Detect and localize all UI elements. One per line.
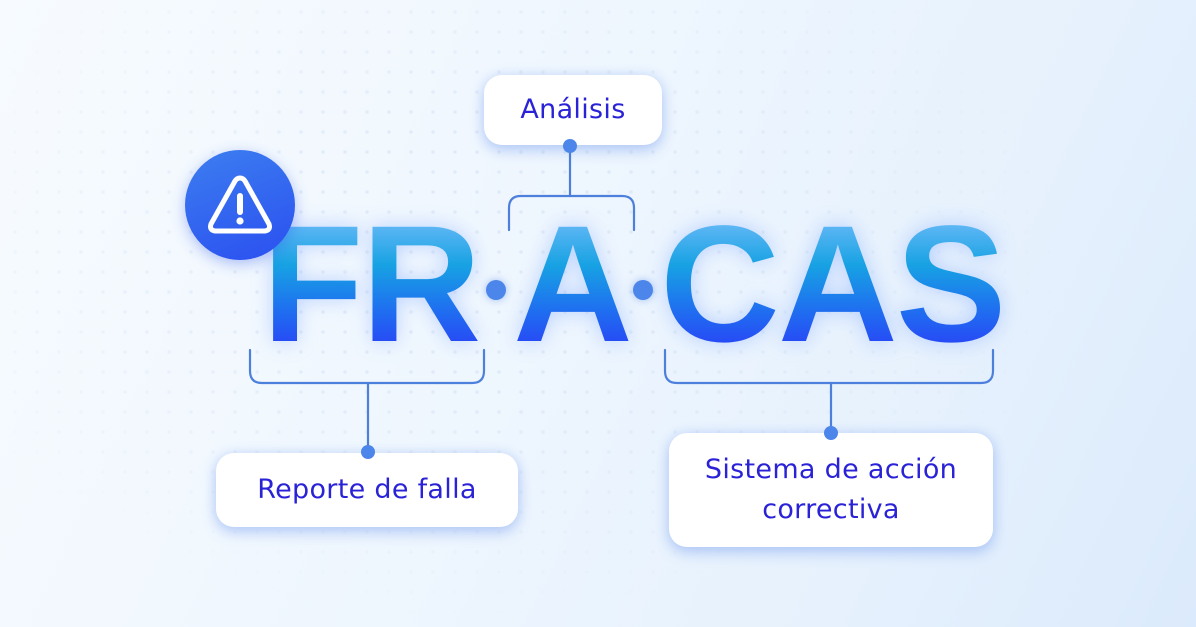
bracket-right bbox=[663, 348, 995, 385]
dot-analisis bbox=[563, 139, 577, 153]
label-reporte-de-falla: Reporte de falla bbox=[216, 453, 518, 527]
warning-triangle-icon bbox=[208, 175, 272, 234]
bracket-top bbox=[507, 194, 636, 232]
acronym-cas: CAS bbox=[660, 192, 1006, 377]
label-sistema-line2: correctiva bbox=[762, 494, 900, 525]
acronym-a: A bbox=[513, 192, 633, 377]
label-analisis-text: Análisis bbox=[520, 94, 626, 125]
label-reporte-text: Reporte de falla bbox=[257, 474, 477, 505]
separator-dot-1 bbox=[486, 280, 506, 300]
label-sistema-accion-correctiva: Sistema de acción correctiva bbox=[669, 433, 993, 547]
warning-badge bbox=[185, 150, 295, 260]
separator-dot-2 bbox=[633, 280, 653, 300]
acronym-fr: FR bbox=[262, 192, 481, 377]
label-sistema-line1: Sistema de acción bbox=[704, 454, 958, 485]
dot-sistema bbox=[824, 426, 838, 440]
dot-reporte bbox=[361, 445, 375, 459]
label-analisis: Análisis bbox=[484, 75, 662, 145]
